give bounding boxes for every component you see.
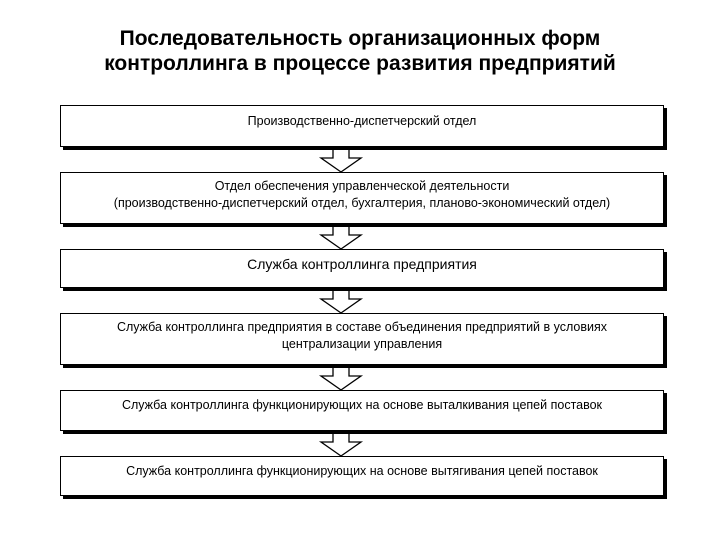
stage-4-line-1: Служба контроллинга предприятия в состав…: [116, 320, 608, 334]
arrow-4-5: [318, 364, 364, 391]
stage-box-6: Служба контроллинга функционирующих на о…: [60, 456, 664, 496]
stage-box-5: Служба контроллинга функционирующих на о…: [60, 390, 664, 431]
title-line-2: контроллинга в процессе развития предпри…: [104, 52, 616, 75]
arrow-2-3: [318, 223, 364, 250]
stage-box-3: Служба контроллинга предприятия: [60, 249, 664, 288]
arrow-1-2: [318, 146, 364, 173]
title-line-1: Последовательность организационных форм: [119, 27, 601, 50]
stage-box-1: Производственно-диспетчерский отдел: [60, 105, 664, 147]
stage-box-2: Отдел обеспечения управленческой деятель…: [60, 172, 664, 224]
stage-3-line-1: Служба контроллинга предприятия: [247, 256, 477, 272]
stage-4-line-2: централизации управления: [281, 337, 443, 351]
stage-box-4: Служба контроллинга предприятия в состав…: [60, 313, 664, 365]
stage-1-line-1: Производственно-диспетчерский отдел: [247, 114, 477, 128]
stage-6-line-1: Служба контроллинга функционирующих на о…: [126, 464, 598, 478]
arrow-5-6: [318, 430, 364, 457]
stage-5-line-1: Служба контроллинга функционирующих на о…: [121, 398, 603, 412]
stage-2-line-2: (производственно-диспетчерский отдел, бу…: [113, 196, 611, 210]
arrow-3-4: [318, 287, 364, 314]
stage-2-line-1: Отдел обеспечения управленческой деятель…: [214, 179, 510, 193]
diagram-title: Последовательность организационных форм …: [20, 26, 700, 76]
